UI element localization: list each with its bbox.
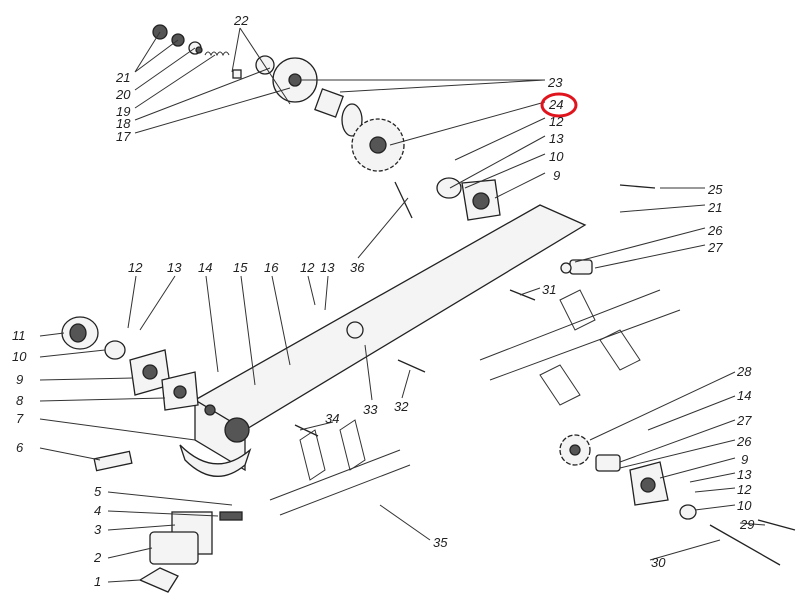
leader-lines bbox=[39, 27, 766, 583]
part-label: 6 bbox=[16, 440, 24, 455]
part-label: 20 bbox=[115, 87, 131, 102]
part-label: 12 bbox=[737, 482, 752, 497]
part-label: 23 bbox=[547, 75, 563, 90]
part-label: 22 bbox=[233, 13, 249, 28]
chain-segments bbox=[269, 184, 796, 566]
part-label: 26 bbox=[707, 223, 723, 238]
part-label: 29 bbox=[739, 517, 754, 532]
part-label: 11 bbox=[12, 328, 26, 343]
part-label-highlighted: 24 bbox=[548, 97, 563, 112]
part-label: 10 bbox=[549, 149, 564, 164]
part-label: 35 bbox=[433, 535, 448, 550]
part-label: 21 bbox=[707, 200, 722, 215]
part-label: 10 bbox=[737, 498, 752, 513]
part-label: 13 bbox=[549, 131, 564, 146]
part-label: 10 bbox=[12, 349, 27, 364]
part-label: 14 bbox=[198, 260, 212, 275]
conveyor-beam bbox=[179, 204, 587, 478]
part-label: 15 bbox=[233, 260, 248, 275]
part-label: 17 bbox=[116, 129, 131, 144]
part-label: 25 bbox=[707, 182, 723, 197]
part-label: 33 bbox=[363, 402, 378, 417]
part-label: 8 bbox=[16, 393, 24, 408]
part-label: 31 bbox=[542, 282, 556, 297]
part-label: 12 bbox=[128, 260, 143, 275]
part-labels: 22 21 20 19 18 17 23 24 12 13 10 9 25 21… bbox=[12, 13, 754, 589]
part-label: 9 bbox=[553, 168, 560, 183]
part-label: 2 bbox=[93, 550, 102, 565]
sprocket-assembly bbox=[152, 24, 501, 221]
part-label: 28 bbox=[736, 364, 752, 379]
part-label: 3 bbox=[94, 522, 102, 537]
part-label: 1 bbox=[94, 574, 101, 589]
left-bearing-assembly bbox=[61, 316, 243, 593]
part-label: 32 bbox=[394, 399, 409, 414]
part-label: 7 bbox=[16, 411, 24, 426]
part-label: 9 bbox=[16, 372, 23, 387]
part-label: 4 bbox=[94, 503, 101, 518]
part-label: 12 bbox=[549, 114, 564, 129]
part-label: 34 bbox=[325, 411, 339, 426]
part-label: 36 bbox=[350, 260, 365, 275]
part-label: 12 bbox=[300, 260, 315, 275]
part-label: 30 bbox=[651, 555, 666, 570]
part-label: 19 bbox=[116, 104, 130, 119]
part-label: 26 bbox=[736, 434, 752, 449]
part-label: 14 bbox=[737, 388, 751, 403]
part-label: 9 bbox=[741, 452, 748, 467]
part-label: 27 bbox=[736, 413, 752, 428]
part-label: 18 bbox=[116, 116, 131, 131]
highlight-circle bbox=[540, 92, 578, 118]
part-label: 13 bbox=[737, 467, 752, 482]
part-label: 27 bbox=[707, 240, 723, 255]
part-label: 13 bbox=[167, 260, 182, 275]
part-label: 5 bbox=[94, 484, 102, 499]
part-label: 13 bbox=[320, 260, 335, 275]
part-label: 16 bbox=[264, 260, 279, 275]
part-label: 21 bbox=[115, 70, 130, 85]
